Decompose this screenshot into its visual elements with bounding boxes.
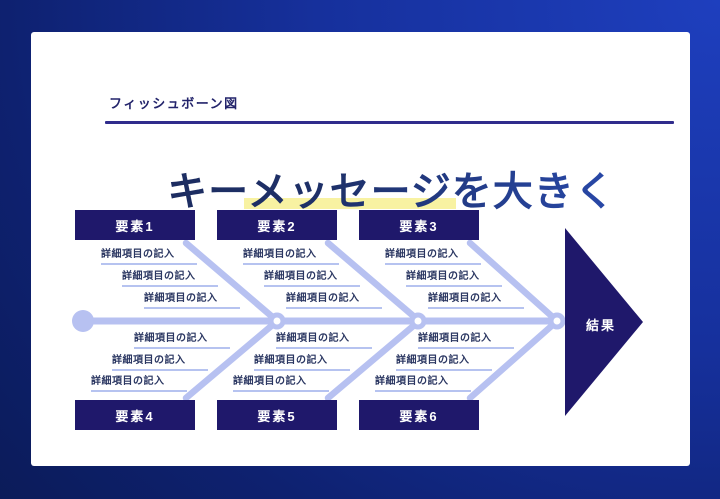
bone-line-branch-3 <box>466 239 560 324</box>
detail-item: 詳細項目の記入 <box>406 271 502 287</box>
element-box-1: 要素1 <box>75 210 195 240</box>
detail-item: 詳細項目の記入 <box>122 271 218 287</box>
detail-item: 詳細項目の記入 <box>233 376 329 392</box>
kicker-title: フィッシュボーン図 <box>109 96 239 111</box>
detail-item: 詳細項目の記入 <box>134 333 230 349</box>
element-box-2: 要素2 <box>217 210 337 240</box>
bone-line-branch-5 <box>324 318 422 402</box>
detail-item: 詳細項目の記入 <box>428 293 524 309</box>
result-label: 結果 <box>585 318 616 333</box>
node-ring-2 <box>409 312 427 330</box>
element-box-3: 要素3 <box>359 210 479 240</box>
kicker-rule <box>105 121 674 124</box>
detail-item: 詳細項目の記入 <box>375 376 471 392</box>
element-box-5: 要素5 <box>217 400 337 430</box>
detail-item: 詳細項目の記入 <box>264 271 360 287</box>
bone-line-branch-2 <box>324 239 422 324</box>
node-ring-3 <box>548 312 566 330</box>
bone-line-branch-6 <box>466 318 560 402</box>
detail-item: 詳細項目の記入 <box>91 376 187 392</box>
bone-line-branch-1 <box>182 239 280 324</box>
detail-item: 詳細項目の記入 <box>276 333 372 349</box>
detail-item: 詳細項目の記入 <box>254 355 350 371</box>
detail-item: 詳細項目の記入 <box>243 249 339 265</box>
detail-item: 詳細項目の記入 <box>101 249 197 265</box>
detail-item: 詳細項目の記入 <box>286 293 382 309</box>
spine-head-circle <box>72 310 94 332</box>
heading-highlight-bar <box>244 198 456 209</box>
detail-item: 詳細項目の記入 <box>112 355 208 371</box>
result-arrow <box>565 228 643 416</box>
detail-item: 詳細項目の記入 <box>144 293 240 309</box>
detail-item: 詳細項目の記入 <box>396 355 492 371</box>
element-box-6: 要素6 <box>359 400 479 430</box>
detail-item: 詳細項目の記入 <box>385 249 481 265</box>
element-box-4: 要素4 <box>75 400 195 430</box>
bone-line-branch-4 <box>182 318 280 402</box>
node-ring-1 <box>268 312 286 330</box>
detail-item: 詳細項目の記入 <box>418 333 514 349</box>
